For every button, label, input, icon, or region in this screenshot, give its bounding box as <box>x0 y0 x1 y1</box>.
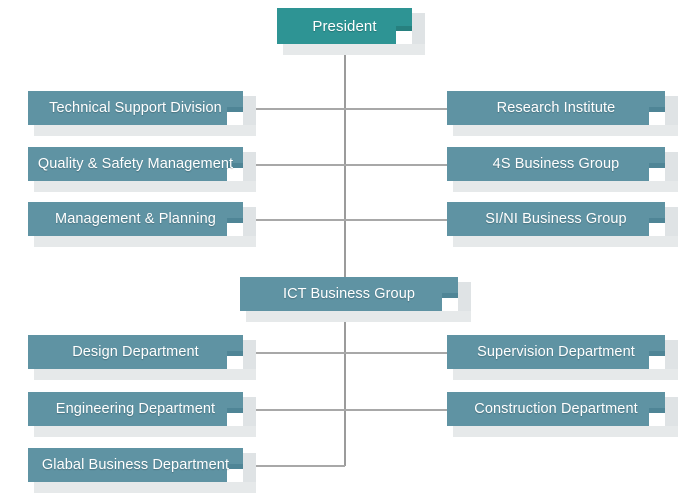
corner-fold <box>649 413 665 426</box>
node-label: President <box>312 17 377 35</box>
node-label: Design Department <box>72 344 199 360</box>
node-label: Glabal Business Department <box>41 457 230 473</box>
node-design-department[interactable]: Design Department <box>28 335 256 380</box>
node-label: Engineering Department <box>55 401 216 417</box>
corner-fold-tab <box>227 464 243 469</box>
node-label: Research Institute <box>496 100 616 116</box>
corner-fold <box>227 413 243 426</box>
box-shadow-bottom <box>453 426 678 437</box>
corner-fold-tab <box>649 107 665 112</box>
box-shadow-bottom <box>246 311 471 322</box>
node-research-institute[interactable]: Research Institute <box>447 91 678 136</box>
corner-fold-tab <box>227 163 243 168</box>
node-quality-safety-management[interactable]: Quality & Safety Management <box>28 147 256 192</box>
box-shadow-bottom <box>34 482 256 493</box>
node-label: Supervision Department <box>477 344 635 360</box>
corner-fold <box>649 223 665 236</box>
box-shadow-bottom <box>34 369 256 380</box>
connector-row-1 <box>243 108 447 110</box>
box-shadow-bottom <box>453 181 678 192</box>
node-technical-support-division[interactable]: Technical Support Division <box>28 91 256 136</box>
corner-fold <box>649 356 665 369</box>
connector-row-6 <box>243 465 345 467</box>
box-shadow-bottom <box>34 181 256 192</box>
node-label: ICT Business Group <box>282 286 416 302</box>
corner-fold <box>649 168 665 181</box>
corner-fold-tab <box>649 408 665 413</box>
corner-fold-tab <box>649 218 665 223</box>
corner-fold <box>442 298 458 311</box>
connector-row-5 <box>243 409 447 411</box>
corner-fold <box>649 112 665 125</box>
corner-fold-tab <box>227 351 243 356</box>
box-shadow-bottom <box>453 125 678 136</box>
box-shadow-bottom <box>453 369 678 380</box>
corner-fold-tab <box>649 163 665 168</box>
node-ict-business-group[interactable]: ICT Business Group <box>240 277 471 322</box>
node-engineering-department[interactable]: Engineering Department <box>28 392 256 437</box>
box-shadow-bottom <box>453 236 678 247</box>
box-shadow-bottom <box>34 125 256 136</box>
node-president[interactable]: President <box>277 8 425 55</box>
spine-line-upper <box>344 108 346 293</box>
corner-fold <box>227 469 243 482</box>
box-shadow-bottom <box>34 426 256 437</box>
corner-fold <box>227 223 243 236</box>
node-management-planning[interactable]: Management & Planning <box>28 202 256 247</box>
node-label: Management & Planning <box>55 211 216 227</box>
node-construction-department[interactable]: Construction Department <box>447 392 678 437</box>
node-si-ni-business-group[interactable]: SI/NI Business Group <box>447 202 678 247</box>
spine-line-top <box>344 44 346 108</box>
box-shadow-bottom <box>34 236 256 247</box>
corner-fold <box>227 356 243 369</box>
connector-row-3 <box>243 219 447 221</box>
node-4s-business-group[interactable]: 4S Business Group <box>447 147 678 192</box>
node-glabal-business-department[interactable]: Glabal Business Department <box>28 448 256 493</box>
corner-fold <box>227 112 243 125</box>
connector-row-2 <box>243 164 447 166</box>
box-shadow-bottom <box>283 44 425 55</box>
corner-fold-tab <box>227 218 243 223</box>
spine-line-lower <box>344 293 346 466</box>
corner-fold-tab <box>649 351 665 356</box>
corner-fold-tab <box>442 293 458 298</box>
node-label: SI/NI Business Group <box>485 211 627 227</box>
node-label: Quality & Safety Management <box>37 156 234 172</box>
corner-fold <box>396 31 412 44</box>
corner-fold-tab <box>227 107 243 112</box>
corner-fold <box>227 168 243 181</box>
node-label: Construction Department <box>474 401 638 417</box>
corner-fold-tab <box>396 26 412 31</box>
node-label: 4S Business Group <box>492 156 620 172</box>
node-label: Technical Support Division <box>49 100 222 116</box>
connector-row-4 <box>243 352 447 354</box>
corner-fold-tab <box>227 408 243 413</box>
node-supervision-department[interactable]: Supervision Department <box>447 335 678 380</box>
